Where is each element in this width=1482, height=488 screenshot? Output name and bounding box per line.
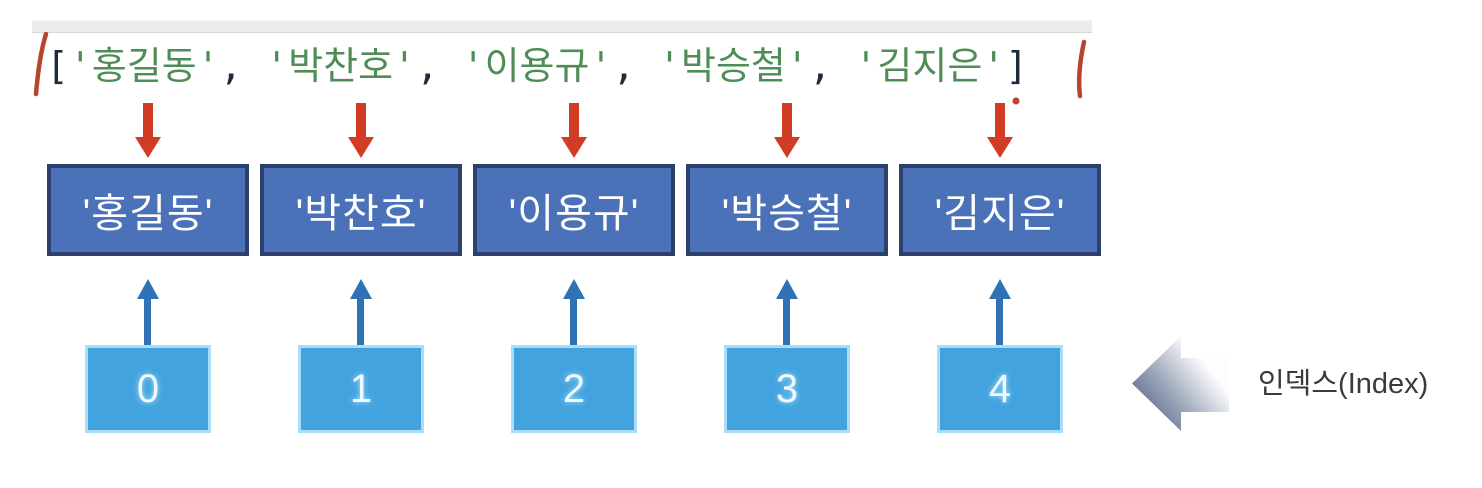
arrow-shaft [569, 103, 579, 139]
blue-up-arrow [137, 279, 159, 347]
code-comma: , [612, 44, 659, 88]
blue-up-arrow [776, 279, 798, 347]
arrow-head [563, 279, 585, 299]
blue-up-arrow [563, 279, 585, 347]
name-box: '홍길동' [47, 164, 249, 256]
arrow-head [561, 137, 587, 158]
code-string: '박찬호' [265, 44, 416, 88]
arrow-shaft [143, 103, 153, 139]
arrow-head [137, 279, 159, 299]
handwritten-dot [1012, 97, 1020, 105]
arrow-shaft [357, 297, 364, 347]
arrow-shaft [783, 297, 790, 347]
arrow-shaft [144, 297, 151, 347]
index-pointer-arrow-icon [1132, 336, 1229, 431]
blue-up-arrow [989, 279, 1011, 347]
name-box: '이용규' [473, 164, 675, 256]
index-box: 4 [937, 345, 1063, 433]
arrow-shaft [996, 297, 1003, 347]
red-down-arrow [774, 103, 800, 158]
code-string: '박승철' [658, 44, 809, 88]
blue-up-arrow [350, 279, 372, 347]
arrow-shaft [782, 103, 792, 139]
handwritten-mark-left [33, 31, 49, 97]
arrow-head [774, 137, 800, 158]
code-string: '이용규' [461, 44, 613, 88]
code-comma: , [219, 44, 266, 88]
arrow-head [989, 279, 1011, 299]
arrow-shaft [995, 103, 1005, 139]
code-close-bracket: ] [1005, 44, 1029, 88]
window-top-bar [32, 20, 1092, 33]
handwritten-mark-right [1076, 39, 1087, 99]
red-down-arrow [561, 103, 587, 158]
name-box: '박승철' [686, 164, 888, 256]
code-string: '홍길동' [68, 44, 220, 88]
arrow-head [350, 279, 372, 299]
arrow-head [135, 137, 161, 158]
code-comma: , [415, 44, 462, 88]
arrow-head [987, 137, 1013, 158]
name-box: '박찬호' [260, 164, 462, 256]
index-box: 0 [85, 345, 211, 433]
arrow-head [348, 137, 374, 158]
code-line: ['홍길동', '박찬호', '이용규', '박승철', '김지은'] [46, 44, 1028, 88]
red-down-arrow [348, 103, 374, 158]
code-open-bracket: [ [46, 44, 69, 88]
index-label: 인덱스(Index) [1258, 368, 1429, 400]
name-box: '김지은' [899, 164, 1101, 256]
code-comma: , [808, 44, 855, 88]
arrow-shaft [570, 297, 577, 347]
arrow-shaft [356, 103, 366, 139]
arrow-head [776, 279, 798, 299]
index-box: 2 [511, 345, 637, 433]
index-box: 3 [724, 345, 850, 433]
red-down-arrow [135, 103, 161, 158]
index-box: 1 [298, 345, 424, 433]
code-string: '김지은' [854, 44, 1006, 88]
red-down-arrow [987, 103, 1013, 158]
